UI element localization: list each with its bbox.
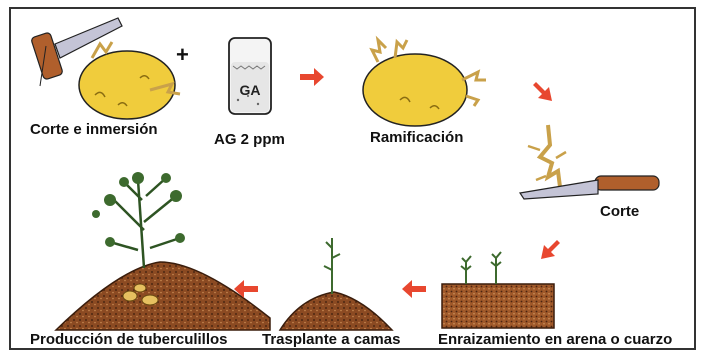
transplant-icon — [278, 238, 394, 331]
step-label-cut: Corte — [600, 203, 640, 220]
step-label-rooting: Enraizamiento en arena o cuarzo — [438, 331, 673, 348]
diagram-border — [9, 7, 696, 350]
tuber-plant-icon — [54, 172, 271, 331]
plus-sign: + — [176, 42, 189, 67]
arrow-right-icon — [300, 68, 324, 86]
sprouted-potato-icon — [362, 35, 486, 127]
step-label-branching: Ramificación — [370, 129, 464, 146]
arrow-left-icon — [234, 280, 258, 298]
arrow-down-left-icon — [541, 240, 560, 259]
arrow-down-right-icon — [533, 82, 552, 101]
step-label-production: Producción de tuberculillos — [30, 331, 228, 348]
beaker-label: GA — [240, 82, 261, 98]
step-label-transplant: Trasplante a camas — [262, 331, 401, 348]
step-label-ga-dose: AG 2 ppm — [214, 131, 285, 148]
rooting-tray-icon — [441, 251, 555, 329]
potato-cut-icon — [31, 17, 181, 120]
beaker-icon: GA — [228, 37, 272, 115]
step-label-cut-immersion: Corte e inmersión — [30, 121, 158, 138]
sprout-cut-icon — [518, 124, 660, 200]
arrow-left-icon — [402, 280, 426, 298]
